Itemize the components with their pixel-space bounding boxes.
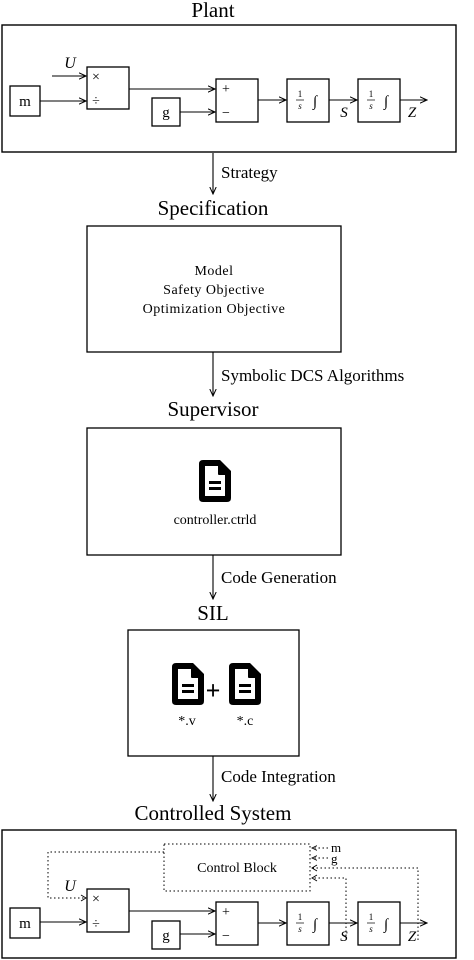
integrator-2b-label: 1 s ∫ bbox=[367, 912, 390, 934]
div-sign: ÷ bbox=[92, 94, 100, 109]
file-icon bbox=[199, 460, 231, 502]
g-label: g bbox=[162, 105, 170, 121]
s-label-2: S bbox=[340, 929, 348, 945]
sil-title: SIL bbox=[197, 601, 229, 625]
svg-text:s: s bbox=[369, 101, 373, 111]
specification-title: Specification bbox=[158, 196, 269, 220]
spec-line-safety: Safety Objective bbox=[163, 283, 265, 298]
verilog-file-icon bbox=[172, 663, 204, 705]
minus-sign: − bbox=[222, 106, 230, 121]
m-block bbox=[9, 85, 41, 117]
integrator-2b bbox=[357, 901, 401, 946]
z-label: Z bbox=[408, 105, 417, 121]
control-block-label: Control Block bbox=[197, 861, 277, 876]
times-sign: × bbox=[92, 70, 100, 85]
svg-text:∫: ∫ bbox=[383, 94, 390, 110]
spec-line-model: Model bbox=[194, 264, 233, 279]
svg-text:1: 1 bbox=[298, 912, 303, 922]
controlled-frame bbox=[1, 829, 457, 959]
svg-text:1: 1 bbox=[369, 89, 374, 99]
m-label-2: m bbox=[19, 916, 31, 932]
integrator-2-label: 1 s ∫ bbox=[367, 89, 390, 111]
m-label: m bbox=[19, 94, 31, 110]
control-block bbox=[163, 843, 311, 892]
m-block-2 bbox=[9, 907, 41, 939]
feedback-s bbox=[312, 877, 347, 940]
integrator-1b bbox=[286, 901, 330, 946]
integration-label: Code Integration bbox=[221, 767, 336, 786]
plant-frame bbox=[1, 24, 457, 153]
feedback-z bbox=[312, 867, 419, 940]
integrator-1b-label: 1 s ∫ bbox=[296, 912, 319, 934]
plus-sign-2: + bbox=[222, 905, 230, 920]
control-output bbox=[47, 851, 164, 899]
spec-line-optimization: Optimization Objective bbox=[143, 302, 286, 317]
integrator-2 bbox=[357, 78, 401, 123]
g-label-2: g bbox=[162, 928, 170, 944]
svg-text:s: s bbox=[298, 101, 302, 111]
sil-plus: + bbox=[206, 676, 221, 705]
sil-file-v: *.v bbox=[178, 714, 196, 729]
minus-sign-2: − bbox=[222, 929, 230, 944]
plant-title: Plant bbox=[191, 0, 234, 22]
sil-file-c: *.c bbox=[237, 714, 254, 729]
symbolic-label: Symbolic DCS Algorithms bbox=[221, 366, 404, 385]
svg-text:∫: ∫ bbox=[383, 917, 390, 933]
times-sign-2: × bbox=[92, 892, 100, 907]
div-sign-2: ÷ bbox=[92, 917, 100, 932]
svg-text:1: 1 bbox=[369, 912, 374, 922]
c-file-icon bbox=[229, 663, 261, 705]
control-m-label: m bbox=[331, 840, 341, 855]
g-block-2 bbox=[151, 920, 181, 950]
controlled-block-diagram: Control Block m g m U × ÷ g + − bbox=[9, 840, 427, 950]
integrator-1 bbox=[286, 78, 330, 123]
u-label-2: U bbox=[64, 878, 77, 895]
supervisor-filename: controller.ctrld bbox=[174, 513, 257, 528]
plus-sign: + bbox=[222, 82, 230, 97]
control-output-head bbox=[80, 894, 87, 902]
strategy-label: Strategy bbox=[221, 163, 278, 182]
svg-text:s: s bbox=[298, 924, 302, 934]
controlled-title: Controlled System bbox=[135, 801, 292, 825]
u-label: U bbox=[64, 55, 77, 72]
z-label-2: Z bbox=[408, 929, 417, 945]
svg-text:∫: ∫ bbox=[312, 94, 319, 110]
svg-text:1: 1 bbox=[298, 89, 303, 99]
s-label: S bbox=[340, 105, 348, 121]
specification-box bbox=[86, 225, 342, 353]
sil-box bbox=[127, 629, 300, 757]
product-block bbox=[86, 66, 130, 110]
feedback-s-head bbox=[311, 874, 318, 882]
product-block-2 bbox=[86, 888, 130, 933]
integrator-1-label: 1 s ∫ bbox=[296, 89, 319, 111]
svg-text:s: s bbox=[369, 924, 373, 934]
sum-block-2 bbox=[215, 901, 259, 946]
control-g-label: g bbox=[331, 851, 338, 866]
supervisor-title: Supervisor bbox=[168, 397, 259, 421]
codegen-label: Code Generation bbox=[221, 568, 337, 587]
feedback-z-head bbox=[311, 864, 318, 872]
svg-text:∫: ∫ bbox=[312, 917, 319, 933]
plant-block-diagram: m U × ÷ g + − 1 s ∫ S 1 s bbox=[9, 55, 427, 127]
